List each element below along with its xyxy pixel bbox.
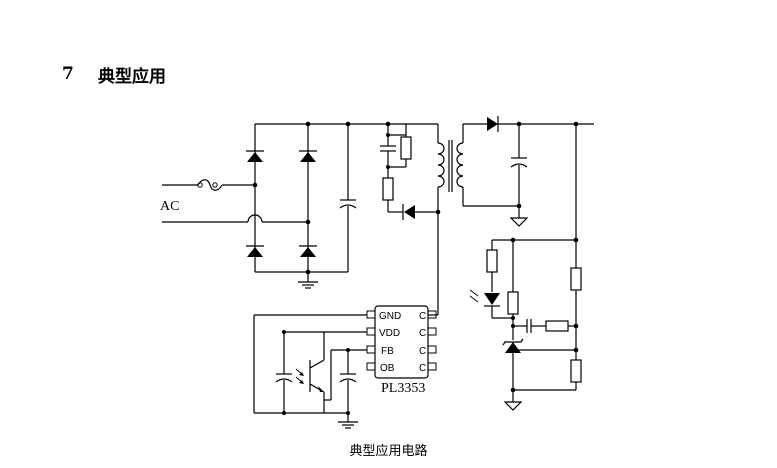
chip-pin-ob: OB [380,363,395,374]
ac-input: AC [160,179,308,223]
chip-pin-c4: C [419,363,426,374]
secondary-output [463,116,594,227]
section-number: 7 [62,64,74,84]
section-title: 典型应用 [98,67,166,87]
bridge-rectifier [246,121,438,289]
ac-label: AC [160,199,179,214]
feedback-network [469,124,582,411]
chip-wiring [253,314,367,429]
transformer [437,123,487,315]
chip-pin-gnd: GND [379,311,401,322]
chip-pin-vdd: VDD [379,328,400,339]
chip-pin-c1: C [419,311,426,322]
controller-chip: GND VDD FB OB C C C C PL3353 [366,305,438,396]
figure-caption: 典型应用电路 [349,444,428,459]
chip-pin-fb: FB [381,346,394,357]
bulk-capacitor [339,121,357,272]
chip-pin-c3: C [419,346,426,357]
chip-pin-c2: C [419,328,426,339]
chip-name: PL3353 [381,381,425,396]
snubber [380,121,441,220]
